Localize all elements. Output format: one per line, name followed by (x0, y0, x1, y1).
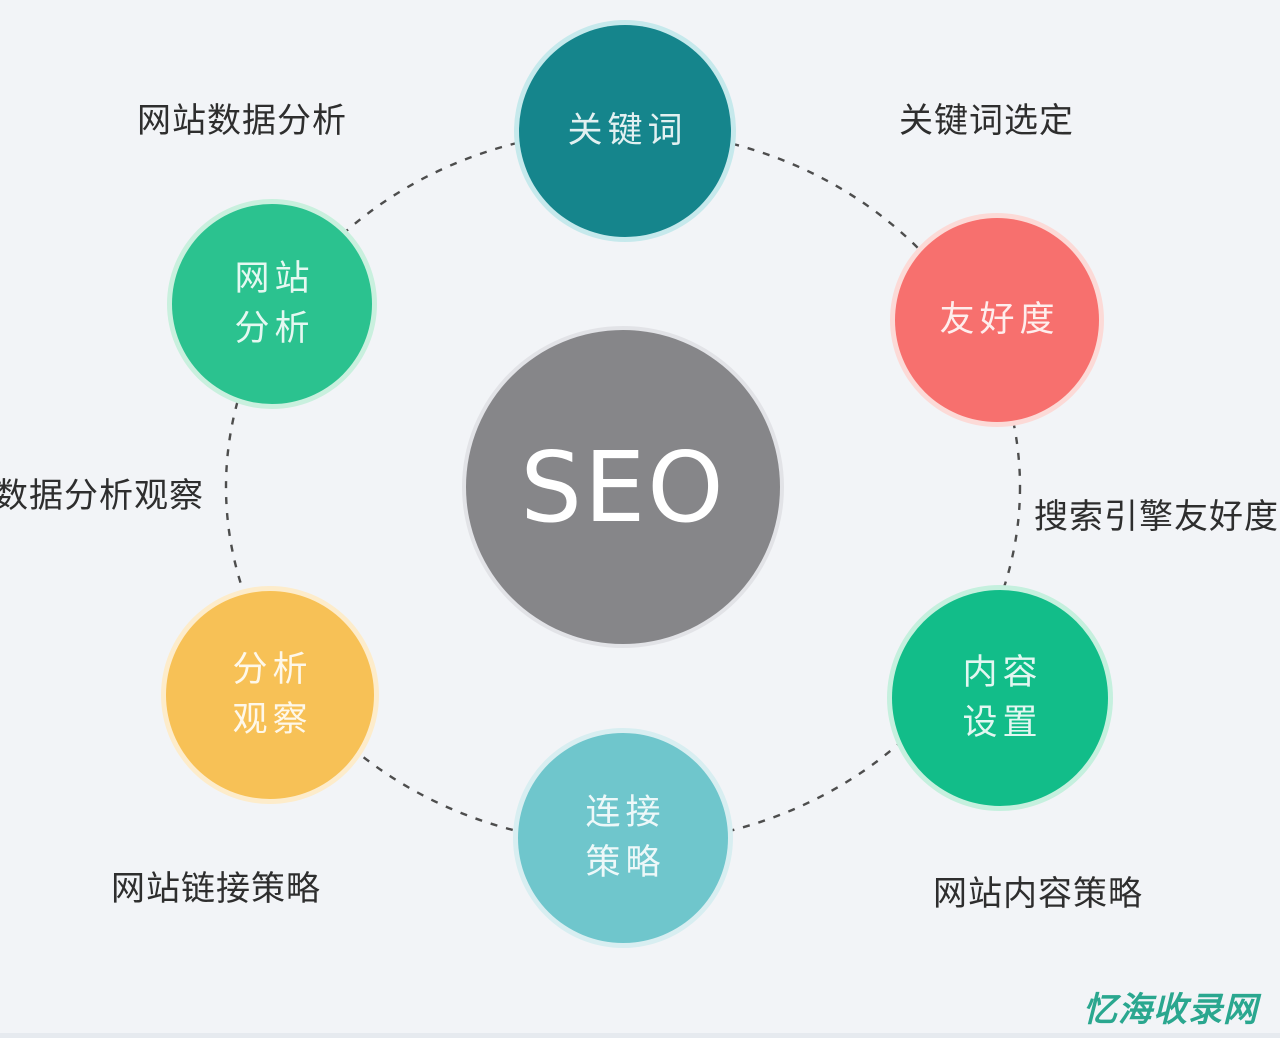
outer-label-data-analysis-observation: 数据分析观察 (0, 477, 204, 515)
node-friendliness: 友好度 (895, 218, 1099, 422)
outer-label-website-content-strategy: 网站内容策略 (933, 875, 1143, 913)
node-friendliness-label: 友好度 (939, 300, 1060, 340)
watermark-yihai-shouluwang: 忆海收录网 (1083, 991, 1258, 1029)
node-site-analysis: 网站 分析 (172, 204, 372, 404)
node-content-setting-line2: 设置 (962, 703, 1043, 742)
node-link-strategy-line2: 策略 (585, 843, 666, 882)
node-site-analysis-line1: 网站 (234, 259, 315, 299)
outer-label-website-link-strategy: 网站链接策略 (111, 870, 321, 908)
node-analysis-observation: 分析 观察 (166, 591, 374, 799)
outer-label-search-engine-friendliness: 搜索引擎友好度 (1034, 498, 1279, 536)
node-analysis-observation-line1: 分析 (232, 650, 313, 690)
node-keywords-label: 关键词 (567, 111, 688, 151)
node-analysis-observation-line2: 观察 (232, 700, 313, 739)
node-seo-center: SEO (466, 330, 780, 644)
node-link-strategy: 连接 策略 (518, 733, 728, 943)
node-content-setting-line1: 内容 (962, 653, 1043, 693)
seo-center-label: SEO (520, 430, 726, 544)
node-keywords: 关键词 (519, 25, 731, 237)
node-link-strategy-line1: 连接 (585, 793, 666, 833)
node-content-setting: 内容 设置 (892, 590, 1108, 806)
outer-label-website-data-analysis: 网站数据分析 (137, 102, 347, 140)
outer-label-keyword-selection: 关键词选定 (899, 102, 1074, 140)
node-site-analysis-line2: 分析 (234, 309, 315, 348)
